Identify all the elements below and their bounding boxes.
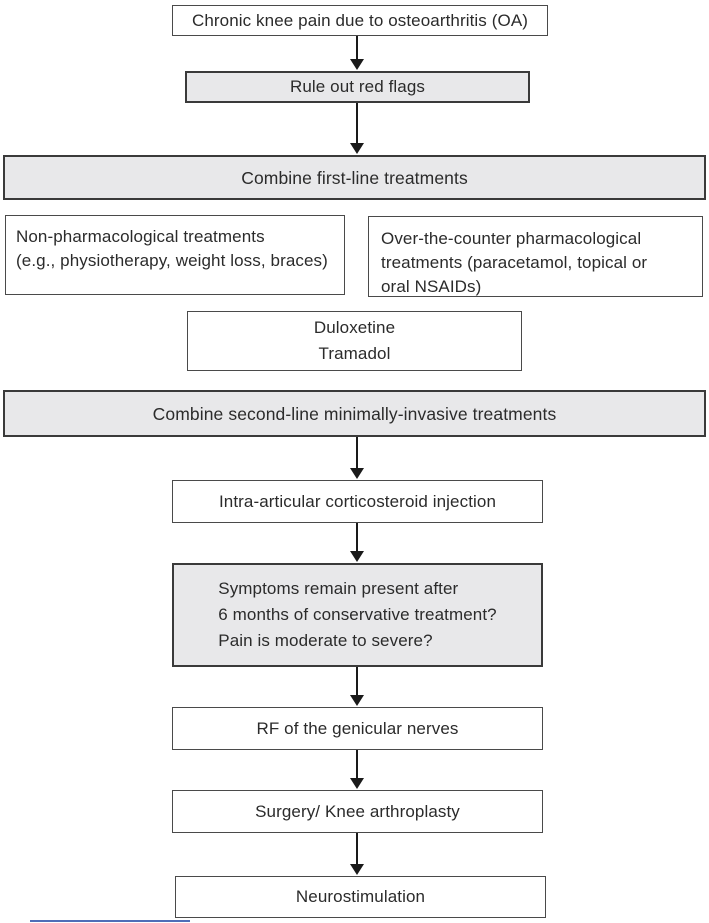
arrowhead-down-icon: [350, 695, 364, 706]
node-combine-second-line: Combine second-line minimally-invasive t…: [3, 390, 706, 437]
node-otc-pharmacological: Over-the-counter pharmacological treatme…: [368, 216, 703, 297]
arrowhead-down-icon: [350, 778, 364, 789]
node-surgery-knee-arthroplasty: Surgery/ Knee arthroplasty: [172, 790, 543, 833]
node-chronic-knee-pain: Chronic knee pain due to osteoarthritis …: [172, 5, 548, 36]
arrowhead-down-icon: [350, 143, 364, 154]
arrowhead-down-icon: [350, 59, 364, 70]
node-rf-genicular-nerves: RF of the genicular nerves: [172, 707, 543, 750]
arrowhead-down-icon: [350, 864, 364, 875]
arrow-shaft: [356, 833, 358, 864]
node-combine-first-line: Combine first-line treatments: [3, 155, 706, 200]
arrow-shaft: [356, 103, 358, 143]
node-neurostimulation: Neurostimulation: [175, 876, 546, 918]
arrow-start-to-redflags: [350, 36, 364, 70]
node-intra-articular-injection: Intra-articular corticosteroid injection: [172, 480, 543, 523]
symptoms-question-text: Symptoms remain present after 6 months o…: [218, 579, 497, 650]
arrow-secondline-to-injection: [350, 437, 364, 479]
node-duloxetine-tramadol: Duloxetine Tramadol: [187, 311, 522, 371]
arrowhead-down-icon: [350, 468, 364, 479]
arrowhead-down-icon: [350, 551, 364, 562]
node-rule-out-red-flags: Rule out red flags: [185, 71, 530, 103]
arrow-shaft: [356, 437, 358, 468]
arrow-injection-to-symptoms: [350, 523, 364, 562]
arrow-rf-to-surgery: [350, 750, 364, 789]
arrow-shaft: [356, 36, 358, 59]
arrow-surgery-to-neurostimulation: [350, 833, 364, 875]
node-non-pharmacological: Non-pharmacological treatments (e.g., ph…: [5, 215, 345, 295]
arrow-shaft: [356, 750, 358, 778]
node-symptoms-question: Symptoms remain present after 6 months o…: [172, 563, 543, 667]
arrow-symptoms-to-rf: [350, 667, 364, 706]
arrow-shaft: [356, 523, 358, 551]
arrow-shaft: [356, 667, 358, 695]
arrow-redflags-to-firstline: [350, 103, 364, 154]
bottom-edge-blue-line: [30, 920, 190, 922]
